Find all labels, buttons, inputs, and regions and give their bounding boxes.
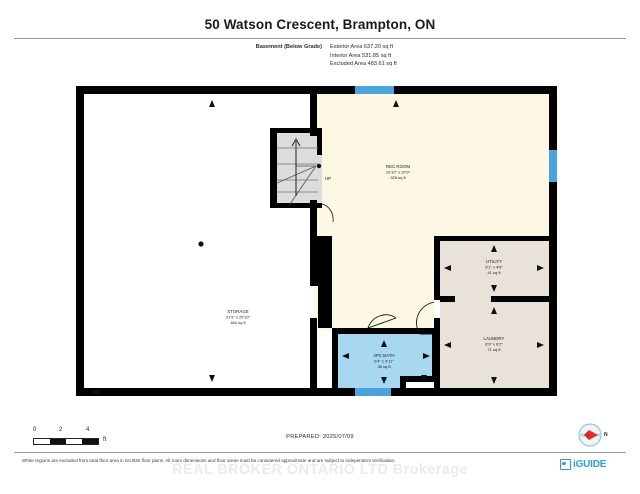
room-name-utility: UTILITY: [486, 259, 502, 264]
area-summary: Basement (Below Grade) Exterior Area 637…: [236, 43, 566, 69]
room-name-bath: 3PC BATH: [373, 353, 394, 358]
room-dims-storage: 21'5" x 25'10": [226, 315, 251, 320]
window-right-rec: [549, 150, 557, 182]
room-name-laundry: LAUNDRY: [484, 336, 505, 341]
excluded-area: Excluded Area 483.61 sq ft: [330, 61, 397, 68]
room-label-utility: UTILITY 9'1" x 4'6" 41 sq ft: [485, 259, 503, 275]
door-openings: [434, 296, 491, 318]
exterior-area: Exterior Area 637.20 sq ft: [330, 44, 394, 50]
interior-walls: [270, 92, 552, 394]
room-dims-bath: 6'4" x 4'11": [374, 359, 394, 364]
stairs-up-label: UP: [325, 176, 331, 181]
page-title: 50 Watson Crescent, Brampton, ON: [204, 17, 436, 32]
interior-area: Interior Area 531.85 sq ft: [330, 52, 392, 59]
room-area-storage: 484 sq ft: [230, 320, 246, 325]
scale-unit: ft: [103, 437, 107, 443]
level-label: Basement (Below Grade): [255, 44, 322, 50]
room-fill-rec-room: [314, 92, 551, 392]
room-dims-laundry: 8'9" x 8'2": [485, 342, 503, 347]
window-bath-bottom: [355, 388, 391, 396]
door-swing-bath: [367, 314, 397, 329]
iguide-logo: iGUIDE: [560, 459, 606, 470]
room-label-storage: STORAGE 21'5" x 25'10" 484 sq ft: [226, 309, 251, 325]
room-name-storage: STORAGE: [227, 309, 248, 314]
scale-track: [33, 438, 99, 445]
header-divider: [14, 38, 626, 39]
scale-label-0: 0: [33, 427, 37, 433]
room-area-bath: 36 sq ft: [377, 364, 391, 369]
room-label-laundry: LAUNDRY 8'9" x 8'2" 71 sq ft: [484, 336, 505, 352]
scale-bar: 0 2 4 ft: [33, 427, 107, 445]
room-area-laundry: 71 sq ft: [487, 347, 501, 352]
pano-marker-storage: [198, 241, 204, 247]
iguide-brand-label: iGUIDE: [573, 458, 607, 470]
scale-label-2: 2: [59, 427, 63, 433]
pano-marker-stairs: [316, 163, 322, 169]
prepared-date: PREPARED: 2025/07/09: [286, 434, 354, 440]
room-label-bath: 3PC BATH 6'4" x 4'11" 36 sq ft: [373, 353, 394, 369]
compass-north-label: N: [604, 432, 608, 438]
room-area-utility: 41 sq ft: [487, 270, 501, 275]
windows: [355, 86, 557, 396]
compass-rose: N: [578, 423, 608, 447]
door-swing-laundry: [416, 301, 435, 335]
room-dims-rec-room: 19'10" x 20'9": [386, 170, 411, 175]
camera-icon: [560, 459, 571, 470]
scale-label-4: 4: [86, 427, 90, 433]
room-name-rec-room: REC ROOM: [386, 164, 410, 169]
stairs-up-arrow: [291, 137, 301, 196]
door-swing-rec: [321, 203, 334, 223]
dimension-arrows: [92, 100, 544, 395]
room-area-rec-room: 328 sq ft: [390, 175, 406, 180]
room-label-rec-room: REC ROOM 19'10" x 20'9" 328 sq ft: [386, 164, 411, 180]
window-top-rec: [355, 86, 394, 94]
room-fill-laundry: [438, 301, 550, 389]
footer-divider: [14, 452, 626, 453]
disclaimer-text: White regions are excluded from total fl…: [22, 458, 396, 463]
room-dims-utility: 9'1" x 4'6": [485, 265, 503, 270]
